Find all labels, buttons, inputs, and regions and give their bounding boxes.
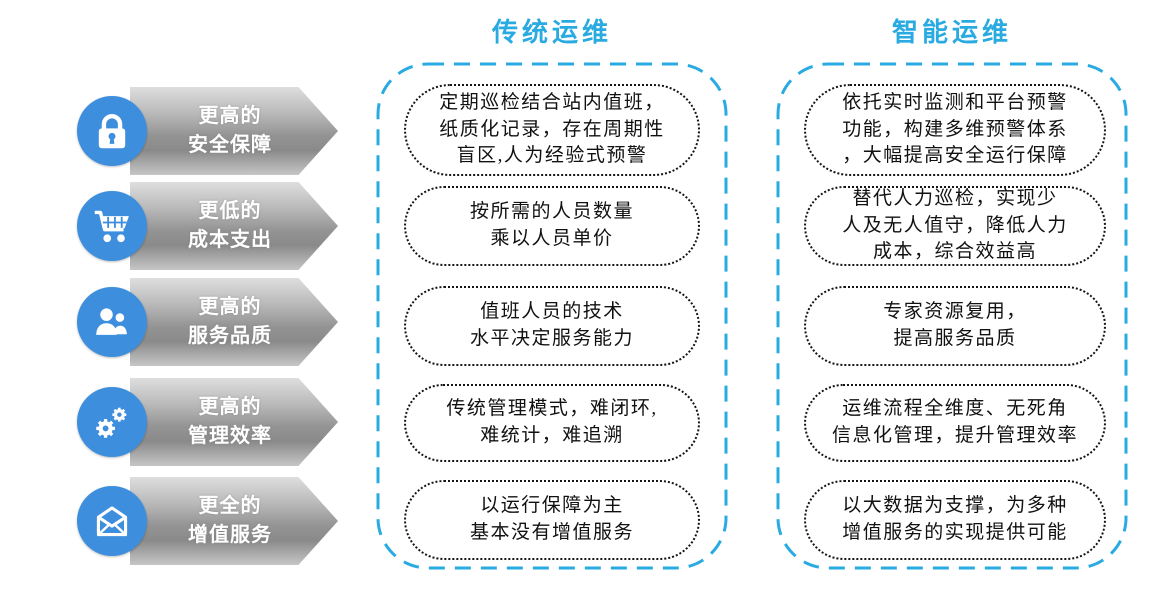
- comparison-bubble: 传统管理模式，难闭环, 难统计，难追溯: [404, 384, 700, 462]
- icon-circle: [77, 387, 147, 457]
- gray-arrow: [130, 378, 338, 466]
- rail-label: 更高的 管理效率: [188, 396, 272, 447]
- gray-arrow: [130, 87, 338, 175]
- rail-label: 更高的 安全保障: [188, 105, 272, 156]
- comparison-bubble: 依托实时监测和平台预警 功能，构建多维预警体系 ，大幅提高安全运行保障: [804, 84, 1106, 176]
- rail-label: 更高的 服务品质: [188, 296, 272, 347]
- comparison-bubble: 运维流程全维度、无死角 信息化管理，提升管理效率: [804, 384, 1106, 462]
- rail-row-service: 更高的 服务品质: [0, 278, 360, 366]
- gray-arrow: [130, 477, 338, 565]
- comparison-bubble: 值班人员的技术 水平决定服务能力: [404, 286, 700, 366]
- gray-arrow: [130, 182, 338, 270]
- gears-icon: [90, 400, 134, 444]
- comparison-bubble: 以大数据为支撑，为多种 增值服务的实现提供可能: [804, 480, 1106, 560]
- comparison-bubble: 以运行保障为主 基本没有增值服务: [404, 480, 700, 560]
- rail-label: 更低的 成本支出: [188, 200, 272, 251]
- users-icon: [90, 300, 134, 344]
- smart-ops-title: 智能运维: [891, 18, 1012, 47]
- comparison-bubble: 定期巡检结合站内值班， 纸质化记录，存在周期性 盲区,人为经验式预警: [404, 84, 700, 176]
- comparison-bubble: 专家资源复用， 提高服务品质: [804, 286, 1106, 366]
- cart-icon: [90, 204, 134, 248]
- icon-circle: [77, 191, 147, 261]
- rail-label: 更全的 增值服务: [188, 495, 272, 546]
- traditional-ops-title: 传统运维: [491, 18, 612, 47]
- comparison-bubble: 替代人力巡检，实现少 人及无人值守，降低人力 成本，综合效益高: [804, 186, 1106, 266]
- smart-ops-panel: [776, 62, 1128, 570]
- rail-row-security: 更高的 安全保障: [0, 87, 360, 175]
- icon-circle: [77, 287, 147, 357]
- dashed-border: [776, 62, 1128, 570]
- icon-circle: [77, 96, 147, 166]
- envelope-icon: [90, 499, 134, 543]
- gray-arrow: [130, 278, 338, 366]
- lock-icon: [90, 109, 134, 153]
- comparison-bubble: 按所需的人员数量 乘以人员单价: [404, 186, 700, 266]
- traditional-ops-panel: [376, 62, 728, 570]
- rail-row-management: 更高的 管理效率: [0, 378, 360, 466]
- rail-row-value-added: 更全的 增值服务: [0, 477, 360, 565]
- dashed-border: [376, 62, 728, 570]
- icon-circle: [77, 486, 147, 556]
- rail-row-cost: 更低的 成本支出: [0, 182, 360, 270]
